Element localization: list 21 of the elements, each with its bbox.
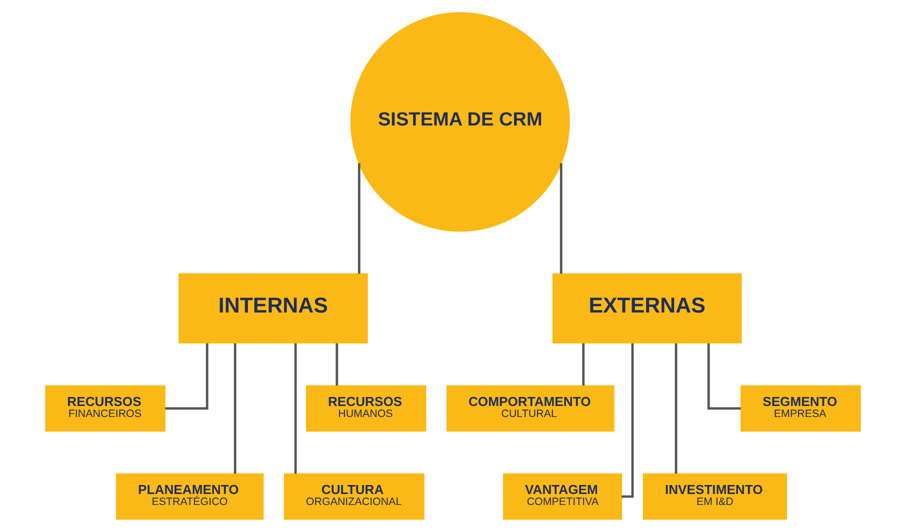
node-box: EXTERNAS xyxy=(552,273,742,344)
connector xyxy=(560,163,562,274)
node-box: PLANEAMENTO ESTRATÉGICO xyxy=(116,473,264,520)
node-box: SEGMENTO EMPRESA xyxy=(740,385,861,432)
connector xyxy=(358,163,360,274)
node-box: INTERNAS xyxy=(178,273,368,344)
node-circle: SISTEMA DE CRM xyxy=(350,12,570,232)
node-box: VANTAGEM COMPETITIVA xyxy=(503,473,622,520)
node-box: INVESTIMENTO EM I&D xyxy=(642,473,787,520)
node-box: RECURSOS FINANCEIROS xyxy=(45,385,166,432)
connector xyxy=(674,343,678,474)
connector xyxy=(294,343,297,474)
node-box: CULTURA ORGANIZACIONAL xyxy=(284,473,424,520)
connector xyxy=(582,343,585,386)
connector xyxy=(622,343,634,498)
connector xyxy=(234,343,236,474)
connector xyxy=(336,343,338,386)
node-box: RECURSOS HUMANOS xyxy=(306,385,426,432)
node-box: COMPORTAMENTO CULTURAL xyxy=(446,385,614,432)
connector xyxy=(165,343,208,410)
connector xyxy=(707,343,741,410)
